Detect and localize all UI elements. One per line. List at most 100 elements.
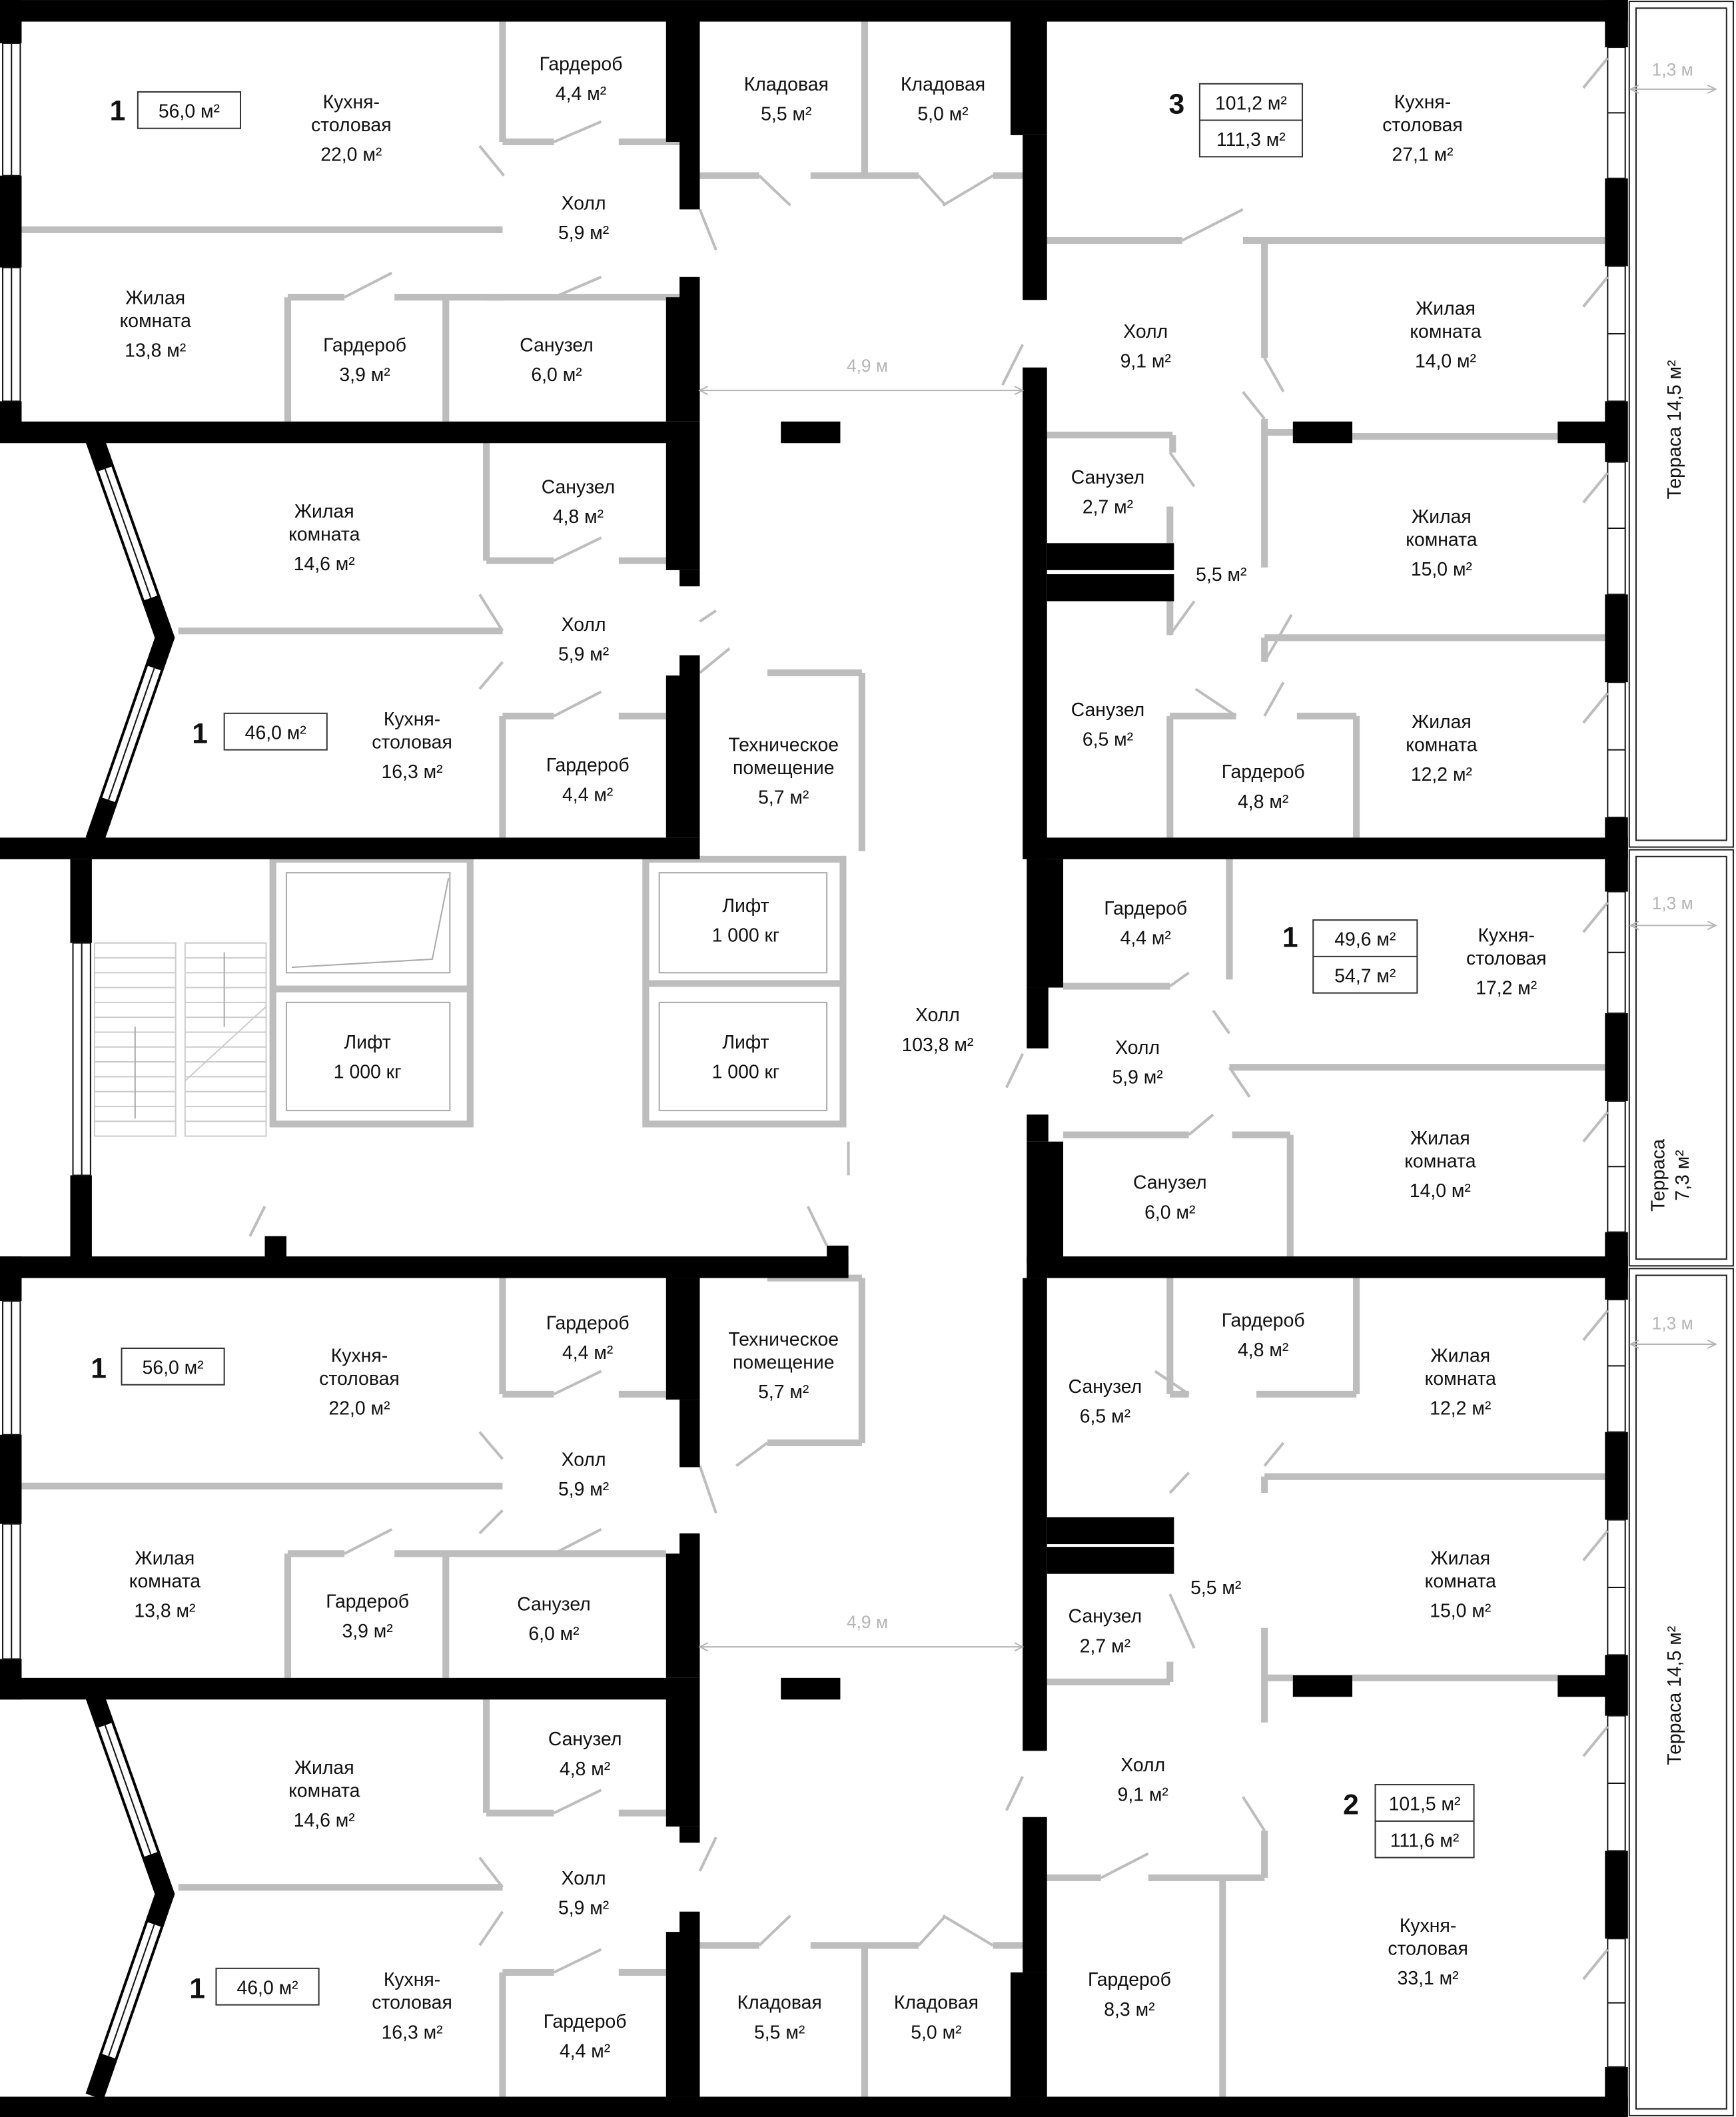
room-name: Лифт: [722, 895, 769, 917]
room-area: 5,7 м²: [758, 787, 809, 809]
door-swing: [1168, 1472, 1190, 1494]
structural-wall: [0, 0, 1628, 22]
room-area: 15,0 м²: [1430, 1601, 1491, 1622]
room-area: 4,4 м²: [562, 785, 613, 806]
door-swing: [1582, 901, 1609, 933]
room-name: столовая: [1466, 948, 1547, 969]
room-name: Жилая: [1412, 506, 1472, 528]
room-name: Кладовая: [894, 1992, 979, 2014]
room-name: Гардероб: [1222, 1310, 1305, 1332]
structural-wall: [679, 1826, 700, 1843]
structural-wall: [665, 1278, 700, 1400]
room-name: Кухня-: [323, 91, 380, 113]
room-area: 3,9 м²: [342, 1621, 392, 1642]
room-area: 4,4 м²: [560, 2041, 610, 2062]
apartment-area-box: [121, 1347, 225, 1386]
room-name: Санузел: [1069, 1606, 1142, 1627]
elevator-cab: [285, 872, 451, 974]
structural-wall: [665, 1932, 700, 2097]
arrow-left-icon: [1629, 921, 1639, 931]
structural-wall: [1605, 178, 1628, 266]
bay-window-glass: [104, 468, 152, 598]
structural-wall: [679, 570, 700, 587]
terrace-outline: [1628, 1268, 1734, 2116]
structural-wall: [781, 1677, 841, 1700]
door-swing: [917, 175, 947, 207]
room-name: Жилая: [135, 1547, 195, 1569]
room-name: комната: [120, 310, 192, 332]
terraces: [1628, 1, 1734, 2116]
room-name: Гардероб: [540, 54, 623, 75]
apartment-total-area: 54,7 м²: [1334, 965, 1396, 987]
room-area: 5,9 м²: [558, 222, 609, 244]
door-swing: [699, 647, 731, 674]
dimension-label: 1,3 м: [1652, 893, 1693, 913]
elevator-cab: [658, 872, 828, 974]
room-area: 8,3 м²: [1104, 1999, 1154, 2020]
room-area: 5,9 м²: [558, 1898, 609, 1919]
terrace-outline: [1628, 849, 1734, 1267]
structural-wall: [264, 1236, 286, 1261]
arrow-right-icon: [1707, 1339, 1717, 1349]
apartment-number: 1: [91, 1353, 107, 1385]
shaft-diagonal: [291, 878, 450, 969]
door-swing: [917, 1914, 947, 1946]
room-name: Гардероб: [326, 1591, 409, 1612]
structural-wall: [0, 1677, 700, 1700]
arrow-left-icon: [698, 386, 709, 396]
door-swing: [1582, 692, 1609, 724]
door-swing: [1582, 1110, 1609, 1143]
room-name: Холл: [562, 614, 606, 635]
apartment-total-area: 111,3 м²: [1216, 129, 1286, 151]
room-name: комната: [288, 524, 360, 545]
structural-wall: [1027, 1114, 1049, 1142]
structural-wall: [1023, 135, 1047, 300]
room-area: 6,0 м²: [531, 364, 582, 386]
room-name: Санузел: [542, 476, 616, 498]
structural-wall: [1023, 367, 1047, 859]
structural-wall: [1605, 2066, 1628, 2117]
terrace-label: Терраса 14,5 м²: [1664, 1626, 1685, 1765]
door-swing: [1582, 472, 1609, 504]
room-name: Гардероб: [546, 1313, 630, 1334]
room-area: 9,1 м²: [1120, 351, 1171, 372]
walls: [0, 0, 1628, 2117]
door-swing: [478, 1509, 504, 1535]
room-name: Гардероб: [1222, 761, 1305, 783]
room-name: комната: [1406, 529, 1478, 550]
dimension-label: 4,9 м: [847, 356, 888, 376]
stair-break-line: [185, 1006, 267, 1082]
door-swing: [553, 690, 602, 717]
room-area: 4,8 м²: [1238, 791, 1288, 813]
structural-wall: [0, 1434, 22, 1524]
room-name: Лифт: [344, 1032, 391, 1053]
room-label: 5,5 м²: [1196, 564, 1246, 586]
door-swing: [758, 175, 791, 207]
structural-wall: [1047, 1547, 1174, 1574]
terrace-outline: [1628, 1, 1734, 848]
room-name: Жилая: [1410, 1128, 1470, 1149]
room-name: Холл: [1120, 1755, 1165, 1776]
door-swing: [942, 174, 994, 207]
door-swing: [1154, 1370, 1190, 1396]
terrace-inner-outline: [1635, 855, 1727, 1260]
room-name: Кладовая: [737, 1992, 822, 2014]
